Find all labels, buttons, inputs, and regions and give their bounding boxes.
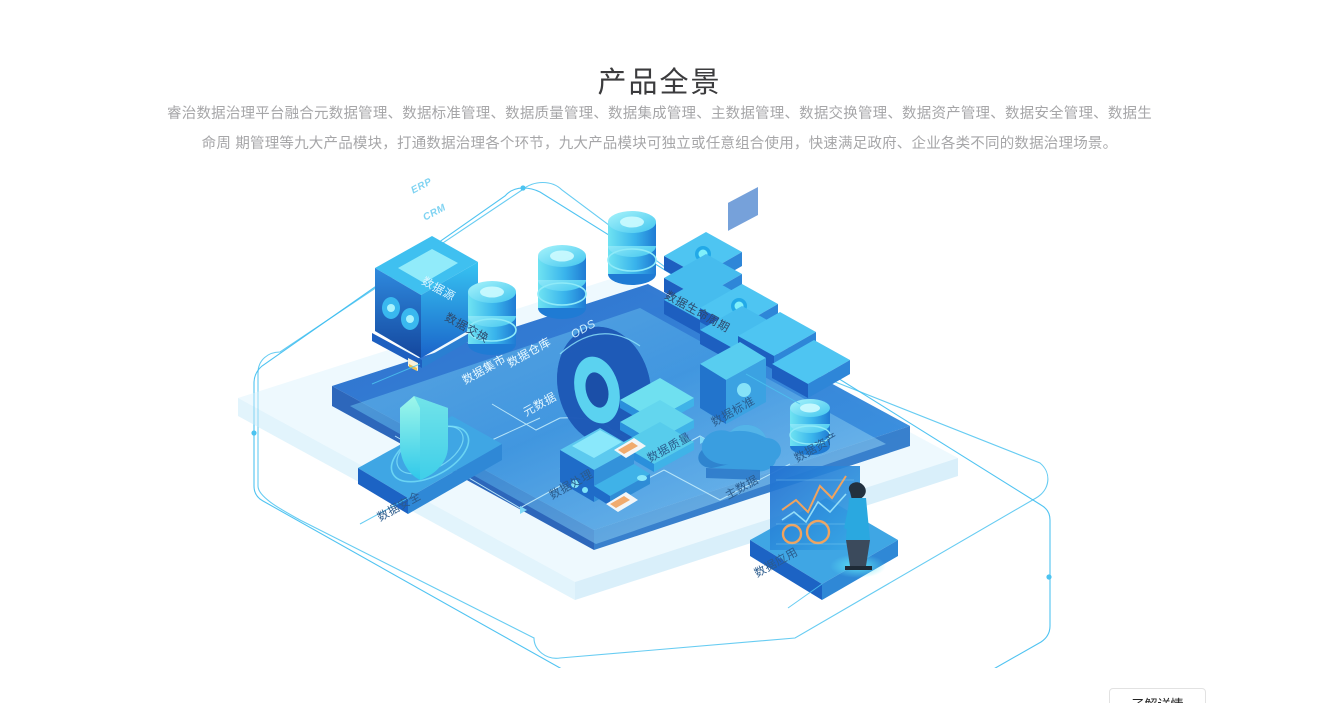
data-asset-cylinder <box>789 399 831 455</box>
description-line-1: 睿治数据治理平台融合元数据管理、数据标准管理、数据质量管理、数据集成管理、主数据… <box>167 106 1152 152</box>
description-line-2: 期管理等九大产品模块，打通数据治理各个环节，九大产品模块可独立或任意组合使用，快… <box>235 136 1118 152</box>
data-security-shield <box>358 396 502 514</box>
data-processing-machine <box>560 428 650 512</box>
product-panorama-illustration: ERP CRM 数据源 数据交换 数据生命周期 数据集市 数据仓库 ODS 元数… <box>0 168 1319 668</box>
data-mart-cylinder <box>467 281 517 355</box>
page-title: 产品全景 <box>597 67 722 100</box>
connector-outline <box>253 187 1051 668</box>
person-figure <box>844 482 872 570</box>
connector-nodes <box>251 185 1052 580</box>
data-standard-device <box>700 186 766 424</box>
data-quality-layers <box>620 378 694 472</box>
data-application-dashboard <box>750 466 898 600</box>
page-description: 睿治数据治理平台融合元数据管理、数据标准管理、数据质量管理、数据集成管理、主数据… <box>165 99 1155 159</box>
data-lifecycle-servers <box>664 232 850 398</box>
ods-cylinder <box>607 211 657 285</box>
data-warehouse-cylinder <box>537 245 587 319</box>
metadata-disc <box>557 326 651 446</box>
bottom-cta-chip[interactable]: 了解详情 <box>1109 688 1206 703</box>
leader-lines <box>359 363 823 609</box>
panorama-svg <box>238 181 1052 668</box>
data-source-cube <box>372 236 480 371</box>
master-data-cloud <box>698 424 781 480</box>
